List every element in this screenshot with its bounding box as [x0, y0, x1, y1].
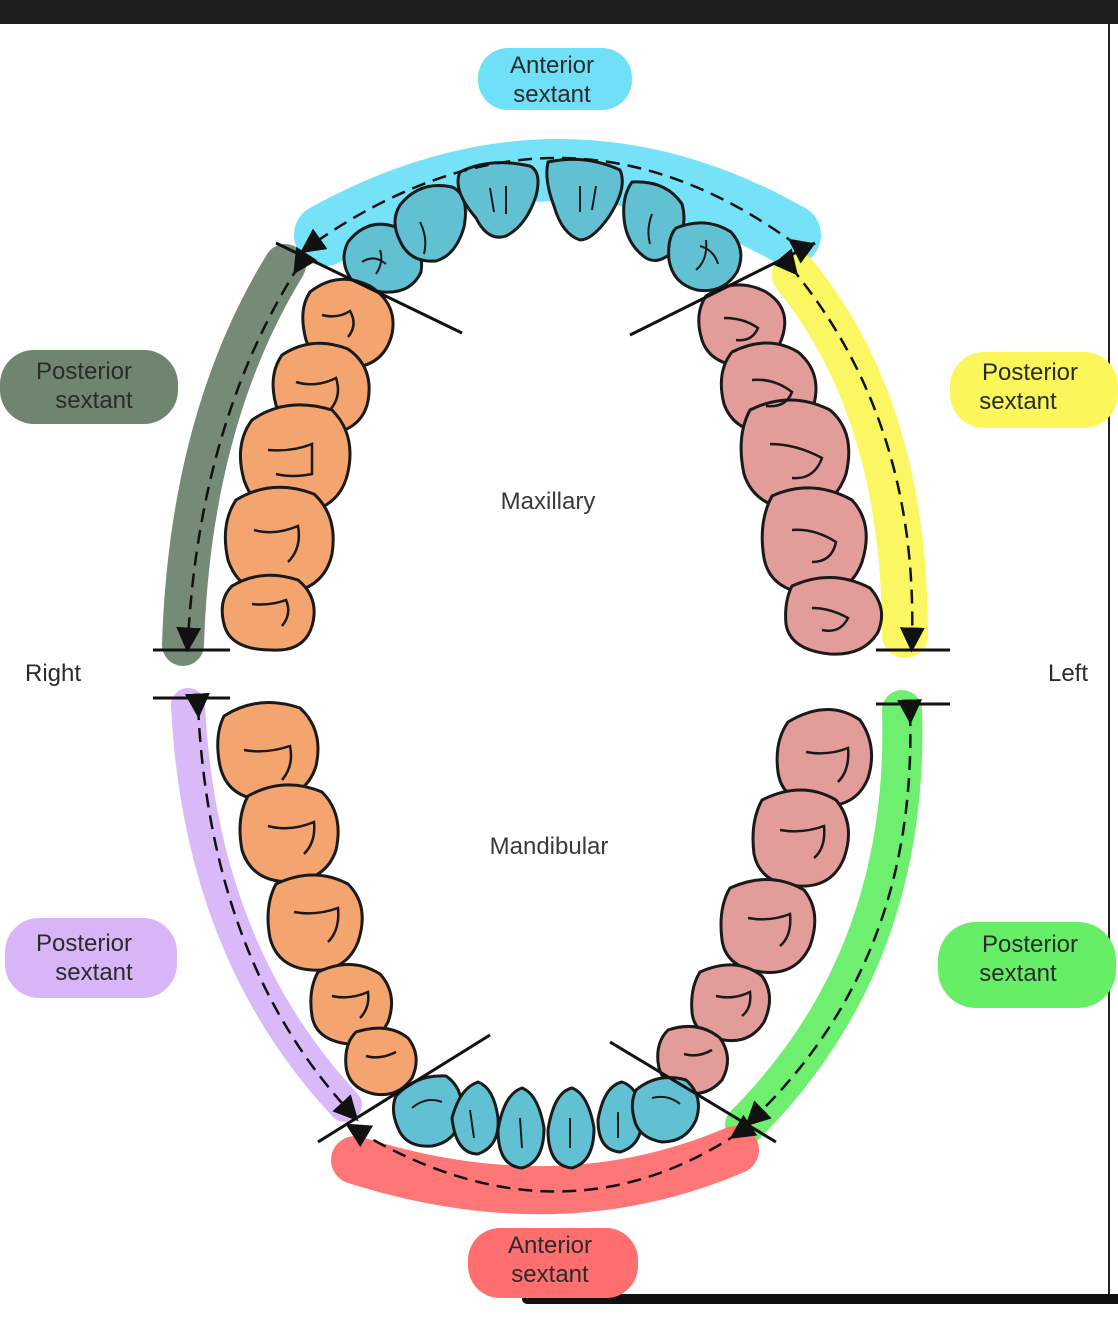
anterior-top-label-line1: Anterior [510, 52, 594, 79]
maxillary-label: Maxillary [501, 488, 596, 515]
posterior-upper-right-label-line2: sextant [55, 387, 133, 414]
tooth [784, 576, 884, 656]
arrow-posterior-lower-left [745, 699, 923, 1127]
tooth [751, 788, 850, 888]
top-bar [0, 0, 1118, 24]
tooth [630, 1076, 700, 1144]
arrow-anterior-bottom [345, 1114, 758, 1193]
posterior-lower-right-label-line2: sextant [55, 959, 133, 986]
tooth [266, 873, 364, 972]
posterior-lower-left-label-line2: sextant [979, 960, 1057, 987]
tooth [456, 161, 540, 239]
tooth [344, 1026, 418, 1097]
tooth [393, 184, 467, 263]
tooth [220, 573, 316, 652]
tooth [719, 878, 817, 974]
right-side-label: Right [25, 660, 81, 687]
anterior-bottom-blob [468, 1228, 638, 1298]
arrow-posterior-upper-right [176, 246, 318, 653]
posterior-lower-left-blob [938, 922, 1116, 1008]
dashed-arrows [176, 156, 925, 1193]
posterior-lower-right-label-line1: Posterior [36, 930, 132, 957]
posterior-upper-left-blob [950, 352, 1118, 428]
anterior-top-label-line2: sextant [513, 81, 591, 108]
anterior-bottom-label-line1: Anterior [508, 1232, 592, 1259]
arrow-posterior-upper-left [772, 248, 925, 653]
tooth [238, 783, 340, 884]
mandibular-right-posterior-teeth [216, 701, 418, 1097]
posterior-upper-left-label-line2: sextant [979, 388, 1057, 415]
posterior-upper-left-label-line1: Posterior [982, 359, 1078, 386]
left-side-label: Left [1048, 660, 1088, 687]
text-labels: Anterior sextant Posterior sextant Poste… [25, 52, 1088, 1288]
anterior-top-blob [478, 48, 632, 110]
right-edge [1108, 24, 1110, 1294]
mandibular-label: Mandibular [490, 833, 609, 860]
tooth [545, 157, 624, 242]
posterior-lower-right-blob [5, 918, 177, 998]
posterior-lower-left-label-line1: Posterior [982, 931, 1078, 958]
label-blobs [0, 48, 1118, 1298]
arrow-anterior-top [299, 156, 816, 264]
arrow-posterior-lower-right [184, 692, 359, 1122]
sextant-highlights [162, 139, 928, 1215]
anterior-bottom-highlight [331, 1126, 759, 1215]
posterior-upper-right-blob [0, 350, 178, 424]
home-indicator [522, 1294, 1118, 1304]
posterior-upper-right-label-line1: Posterior [36, 358, 132, 385]
anterior-bottom-label-line2: sextant [511, 1261, 589, 1288]
